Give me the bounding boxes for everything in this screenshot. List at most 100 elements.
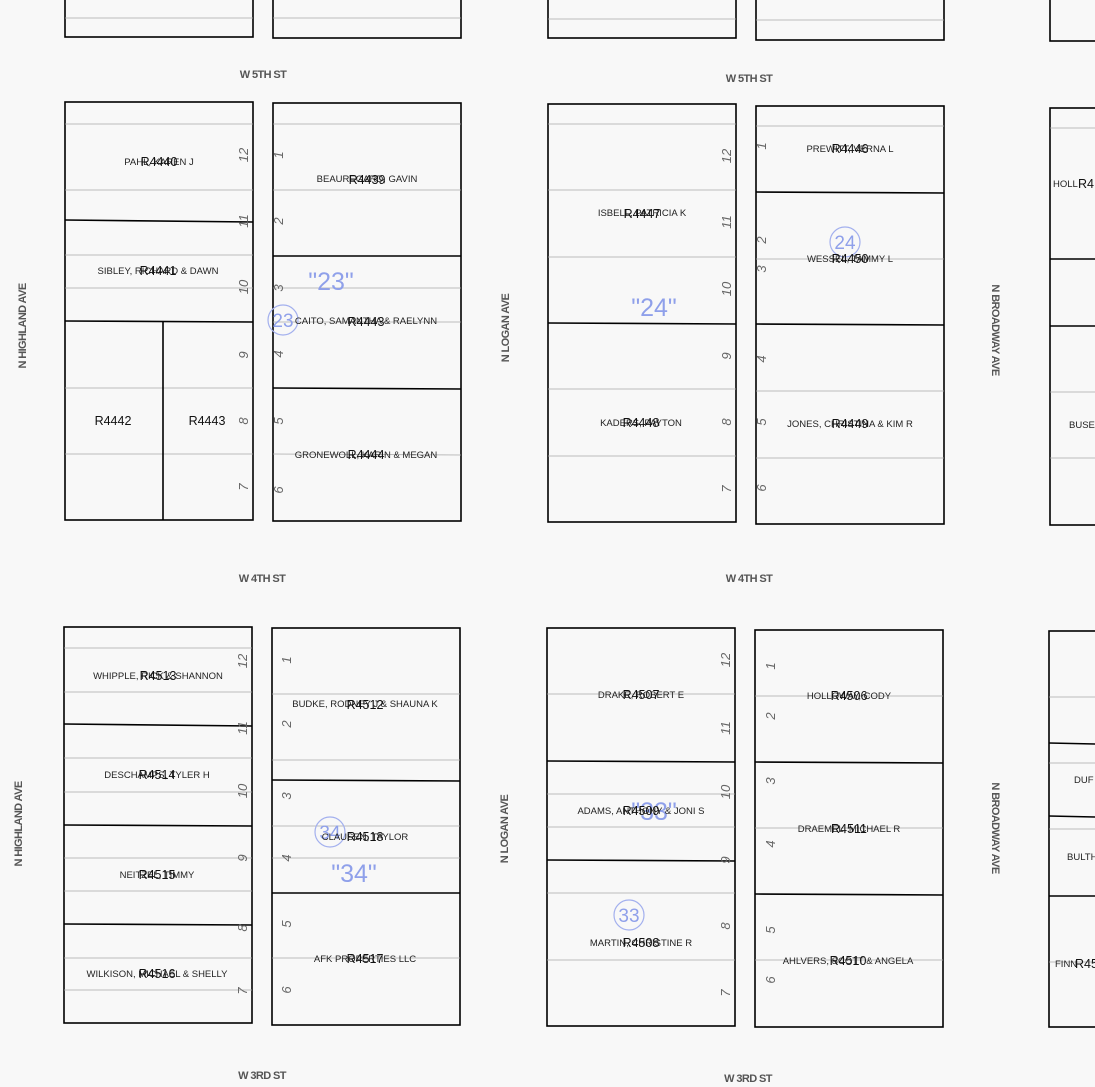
svg-text:9: 9 — [719, 352, 734, 359]
svg-text:8: 8 — [235, 924, 250, 932]
svg-text:R4507: R4507 — [623, 688, 660, 702]
edge-parcel-buse[interactable]: BUSE — [1069, 420, 1095, 431]
parcel-R4444[interactable]: GRONEWOLL, KARIN & MEGAN R4444 — [295, 448, 438, 462]
block-24-west — [547, 103, 737, 523]
parcel-R4442[interactable]: R4442 — [95, 414, 132, 428]
svg-text:5: 5 — [271, 417, 286, 425]
parcel-R4509[interactable]: ADAMS, ANTHONY & JONI S R4509 — [577, 804, 704, 818]
edge-parcel-duf[interactable]: DUF — [1074, 775, 1094, 786]
svg-text:R4514: R4514 — [139, 768, 176, 782]
street-label-w3rd-west: W 3RD ST — [238, 1070, 287, 1082]
svg-text:R4447: R4447 — [624, 207, 661, 221]
svg-text:2: 2 — [271, 217, 286, 226]
svg-text:7: 7 — [719, 485, 734, 493]
svg-text:6: 6 — [754, 484, 769, 492]
parcel-R4450[interactable]: WESSEL, TAMMY L R4450 — [807, 252, 893, 266]
parcel-R4447[interactable]: ISBELL, PATRICIA K R4447 — [598, 207, 687, 221]
svg-text:BUDKE, RODNEY J & SHAUNA K: BUDKE, RODNEY J & SHAUNA K — [292, 699, 438, 710]
parcel-R4514[interactable]: DESCHAMPS, TYLER H R4514 — [104, 768, 210, 782]
svg-text:6: 6 — [763, 976, 778, 984]
svg-text:1: 1 — [763, 662, 778, 669]
svg-text:4: 4 — [271, 350, 286, 357]
svg-text:24: 24 — [834, 233, 856, 254]
svg-text:9: 9 — [718, 856, 733, 863]
svg-text:10: 10 — [719, 281, 734, 296]
svg-text:SIBLEY, RICHARD & DAWN: SIBLEY, RICHARD & DAWN — [98, 266, 219, 277]
svg-text:R4509: R4509 — [623, 804, 660, 818]
edge-parcel-holl[interactable]: HOLL R4 — [1053, 177, 1094, 191]
street-label-w4th-east: W 4TH ST — [726, 573, 773, 585]
svg-text:NEITZEL, TIMMY: NEITZEL, TIMMY — [120, 870, 195, 881]
svg-text:R4506: R4506 — [831, 689, 868, 703]
parcel-R4443-east[interactable]: CAITO, SAMANTHA & RAELYNN R4443 — [295, 315, 437, 329]
svg-text:10: 10 — [235, 783, 250, 798]
circle-marker-33: 33 — [613, 899, 645, 931]
parcel-R4440[interactable]: PAHL, KAREN J R4440 — [124, 155, 194, 169]
parcel-R4515[interactable]: NEITZEL, TIMMY R4515 — [120, 868, 195, 882]
parcel-R4513[interactable]: WHIPPLE, RICK & SHANNON R4513 — [93, 669, 223, 683]
svg-text:1: 1 — [271, 151, 286, 158]
street-label-w3rd-east: W 3RD ST — [724, 1073, 773, 1085]
parcel-R4446[interactable]: PREWITT, VERNA L R4446 — [806, 142, 893, 156]
street-label-w5th-west: W 5TH ST — [240, 69, 287, 81]
parcel-R4439[interactable]: BEAUREGARD, GAVIN R4439 — [317, 173, 418, 187]
svg-text:33: 33 — [618, 906, 639, 927]
svg-text:AFK PROPERTIES LLC: AFK PROPERTIES LLC — [314, 954, 416, 965]
svg-text:R4444: R4444 — [348, 448, 385, 462]
edge-parcel-finn[interactable]: FINN R45 — [1055, 957, 1095, 971]
svg-text:11: 11 — [719, 215, 734, 229]
svg-text:1: 1 — [754, 142, 769, 149]
parcel-R4517[interactable]: AFK PROPERTIES LLC R4517 — [314, 952, 416, 966]
parcel-R4508[interactable]: MARTIN, CHRISTINE R R4508 — [590, 936, 692, 950]
parcel-R4510[interactable]: AHLVERS, SCOTT & ANGELA R4510 — [783, 954, 914, 968]
svg-text:2: 2 — [763, 712, 778, 721]
right-edge-block-lower — [1048, 630, 1095, 1028]
svg-text:2: 2 — [754, 236, 769, 245]
parcel-R4448[interactable]: KADERS, PAYTON R4448 — [600, 416, 682, 430]
svg-text:1: 1 — [279, 656, 294, 663]
svg-text:R4439: R4439 — [349, 173, 386, 187]
svg-text:12: 12 — [236, 147, 251, 162]
svg-text:3: 3 — [754, 265, 769, 273]
svg-text:6: 6 — [279, 986, 294, 994]
svg-text:R4440: R4440 — [141, 155, 178, 169]
svg-text:R4516: R4516 — [139, 967, 176, 981]
svg-text:ISBELL, PATRICIA K: ISBELL, PATRICIA K — [598, 208, 687, 219]
parcel-R4443-west[interactable]: R4443 — [189, 414, 226, 428]
street-label-broadway-lower: N BROADWAY AVE — [989, 782, 1001, 873]
svg-text:12: 12 — [718, 652, 733, 667]
svg-text:R4: R4 — [1078, 177, 1094, 191]
svg-text:12: 12 — [235, 653, 250, 668]
parcel-R4507[interactable]: DRAKE, ROBERT E R4507 — [598, 688, 684, 702]
edge-parcel-bulth[interactable]: BULTH — [1067, 852, 1095, 863]
parcel-R4518[interactable]: CLAUSEN, TAYLOR R4518 — [322, 830, 409, 844]
block-34-east — [271, 627, 461, 1026]
svg-text:HOLLOWAY, CODY: HOLLOWAY, CODY — [807, 691, 892, 702]
svg-text:PREWITT, VERNA L: PREWITT, VERNA L — [806, 144, 893, 155]
svg-text:BEAUREGARD, GAVIN: BEAUREGARD, GAVIN — [317, 174, 418, 185]
svg-text:34: 34 — [319, 823, 341, 844]
parcel-R4512[interactable]: BUDKE, RODNEY J & SHAUNA K R4512 — [292, 698, 438, 712]
svg-text:R4508: R4508 — [623, 936, 660, 950]
svg-text:11: 11 — [718, 721, 733, 735]
parcel-R4511[interactable]: DRAEMEL, MICHAEL R R4511 — [798, 822, 901, 836]
top-partial-blocks — [64, 0, 1095, 42]
svg-text:R4443: R4443 — [348, 315, 385, 329]
parcel-R4516[interactable]: WILKISON, MICHAEL & SHELLY R4516 — [87, 967, 229, 981]
svg-text:3: 3 — [271, 284, 286, 292]
parcel-R4441[interactable]: SIBLEY, RICHARD & DAWN R4441 — [98, 264, 219, 278]
svg-text:KADERS, PAYTON: KADERS, PAYTON — [600, 418, 682, 429]
svg-text:WILKISON, MICHAEL & SHELLY: WILKISON, MICHAEL & SHELLY — [87, 969, 229, 980]
svg-text:AHLVERS, SCOTT & ANGELA: AHLVERS, SCOTT & ANGELA — [783, 956, 914, 967]
parcel-R4506[interactable]: HOLLOWAY, CODY R4506 — [807, 689, 892, 703]
svg-text:R4448: R4448 — [623, 416, 660, 430]
block-24-east — [755, 105, 945, 525]
street-label-w5th-east: W 5TH ST — [726, 73, 773, 85]
svg-text:3: 3 — [763, 777, 778, 785]
svg-text:HOLL: HOLL — [1053, 179, 1078, 190]
parcel-R4449[interactable]: JONES, CHRISTINA & KIM R R4449 — [787, 417, 913, 431]
svg-text:6: 6 — [271, 486, 286, 494]
block-label-34: "34" — [331, 860, 377, 888]
